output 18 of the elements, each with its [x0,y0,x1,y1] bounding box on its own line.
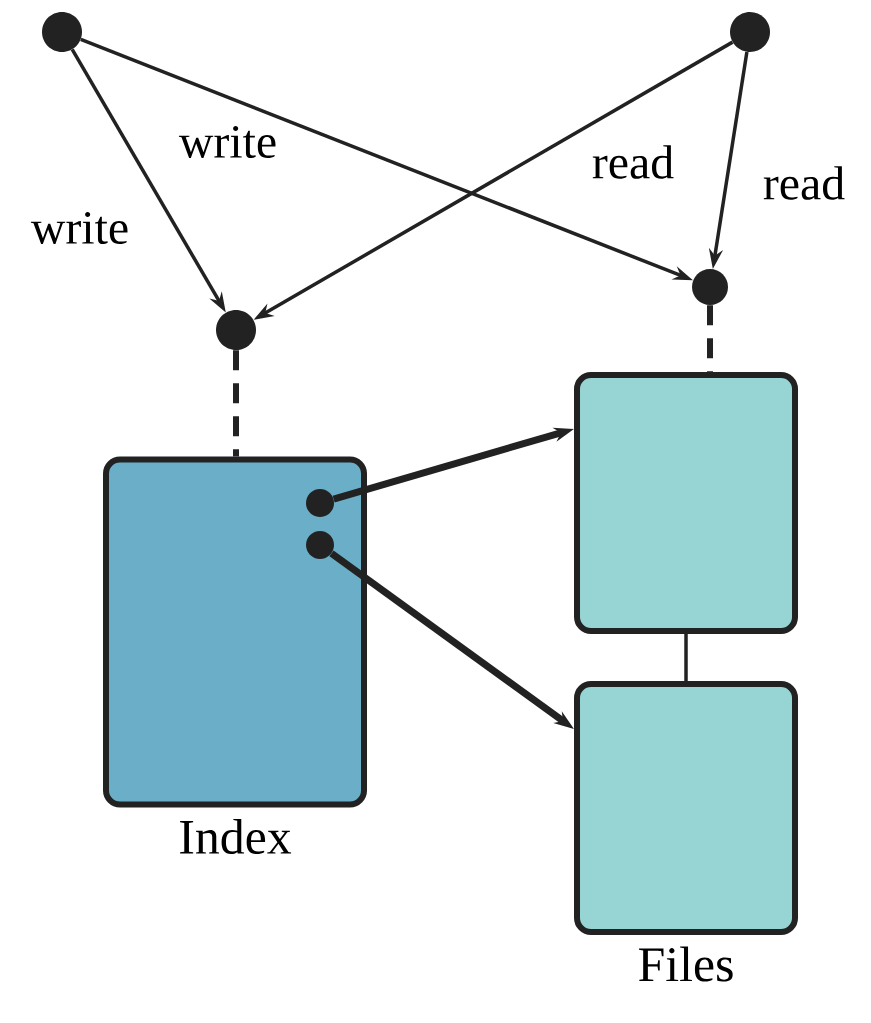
dashed-line [707,305,713,372]
index-box: Index [103,456,367,855]
node-label: Files [639,946,733,982]
dashed-line [233,350,239,457]
connector-line [684,634,688,681]
file-box [574,372,798,634]
edge-label: write [178,125,276,159]
dot [730,12,770,52]
edge-label: read [763,166,845,200]
edge-label: write [30,211,128,245]
dot [42,12,82,52]
node-label: Index [180,819,292,855]
dot [306,489,334,517]
file-box: Files [574,681,798,982]
dot [306,531,334,559]
dot [216,310,256,350]
edge-label: read [592,145,674,179]
dot [692,269,728,305]
